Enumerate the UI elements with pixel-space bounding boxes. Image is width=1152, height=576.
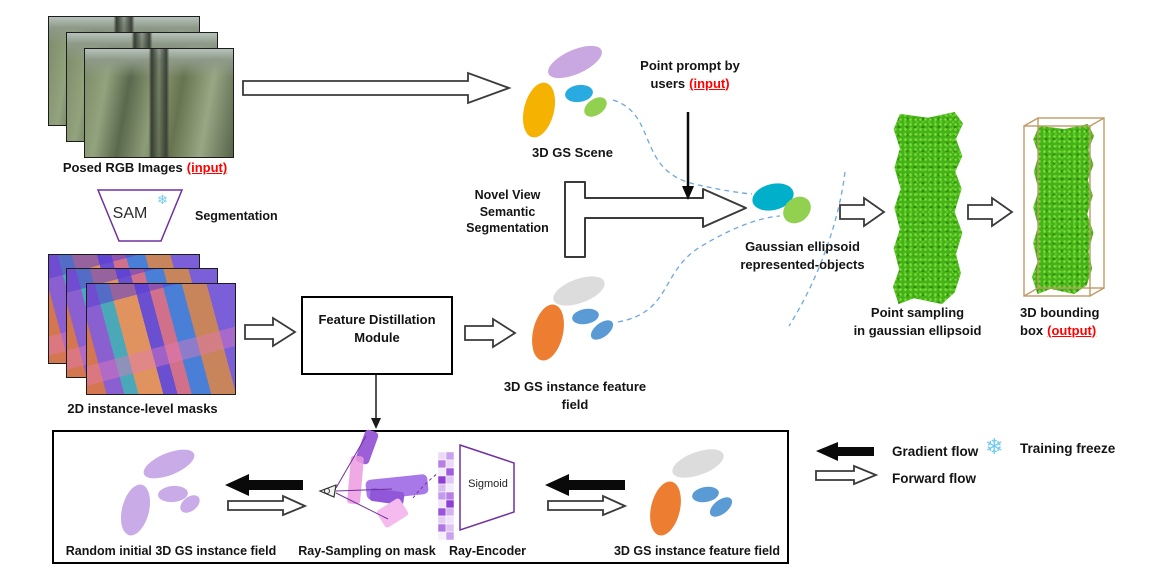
ray-sampling-label: Ray-Sampling on mask [298, 544, 436, 558]
segmentation-label: Segmentation [195, 209, 278, 223]
point-sampling-line2: in gaussian ellipsoid [853, 322, 982, 338]
training-panel [52, 430, 789, 564]
arrow-fdm-to-field [464, 317, 517, 349]
arrow-rgb-to-scene [242, 71, 512, 105]
panel-instance-field-label: 3D GS instance feature field [613, 544, 781, 558]
point-prompt-users-text: users [650, 75, 686, 91]
point-prompt-line2: users(input) [615, 75, 765, 93]
instance-field-line1: 3D GS instance feature [503, 379, 647, 394]
legend-forward-arrow [815, 464, 879, 486]
point-prompt-input-tag: (input) [689, 75, 730, 91]
arrow-ellipsoid-to-sampling [839, 196, 886, 228]
ray-encoder-label: Ray-Encoder [448, 544, 527, 558]
fdm-label-line1: Feature Distillation [318, 312, 436, 327]
bbox-label: 3D bounding box(output) [1020, 304, 1140, 339]
gs-scene-yellow-ellipse [517, 79, 561, 141]
point-prompt-label: Point prompt by users(input) [615, 57, 765, 92]
input-tag: (input) [186, 160, 228, 175]
novel-view-line1: Novel View [474, 188, 541, 202]
posed-rgb-text: Posed RGB Images [62, 160, 183, 175]
field-blue-ellipse-1 [570, 306, 601, 327]
bbox-box-text: box [1020, 322, 1044, 338]
field-gray-ellipse [549, 270, 609, 312]
arrow-sampling-to-bbox [967, 196, 1014, 228]
point-sampling-line1: Point sampling [870, 305, 965, 320]
gradient-flow-label: Gradient flow [892, 444, 979, 459]
posed-rgb-label: Posed RGB Images(input) [40, 160, 250, 176]
point-prompt-line1: Point prompt by [640, 58, 740, 73]
field-orange-ellipse [526, 301, 570, 364]
gaussian-objects-line1: Gaussian ellipsoid [745, 239, 860, 254]
random-field-label: Random initial 3D GS instance field [65, 544, 277, 558]
novel-view-label: Novel View Semantic Segmentation [445, 187, 570, 237]
instance-field-label: 3D GS instance feature field [495, 378, 655, 413]
gaussian-objects-label: Gaussian ellipsoid represented-objects [715, 238, 890, 273]
legend-gradient-arrow [816, 442, 874, 461]
bbox-line2: box(output) [1020, 322, 1140, 340]
masks-2d-label: 2D instance-level masks [67, 401, 218, 416]
point-sampling-label: Point sampling in gaussian ellipsoid [845, 304, 990, 339]
arrow-masks-to-fdm [244, 316, 297, 348]
gaussian-objects-line2: represented-objects [740, 256, 865, 272]
forward-flow-label: Forward flow [892, 471, 976, 486]
mask-image-front [86, 283, 236, 395]
gs-scene-label: 3D GS Scene [532, 145, 613, 160]
novel-view-line2: Semantic [479, 204, 536, 219]
point-cloud-sampled [893, 112, 963, 304]
point-cloud-boxed [1032, 124, 1094, 294]
output-tag: (output) [1047, 322, 1097, 338]
feature-distillation-module: Feature Distillation Module [301, 296, 453, 375]
sigmoid-label: Sigmoid [468, 478, 508, 490]
legend-snowflake-icon: ❄ [985, 434, 1004, 459]
bbox-line1: 3D bounding [1020, 305, 1100, 320]
novel-view-line3: Segmentation [466, 221, 549, 235]
instance-field-line2: field [561, 396, 589, 412]
point-prompt-arrow [682, 112, 694, 200]
sam-snowflake-icon: ❄ [157, 192, 168, 207]
gs-scene-purple-ellipse [543, 39, 607, 85]
training-freeze-label: Training freeze [1020, 441, 1116, 456]
rgb-image-front [84, 48, 234, 158]
fdm-label-line2: Module [354, 329, 400, 345]
sam-label: SAM [112, 205, 148, 222]
